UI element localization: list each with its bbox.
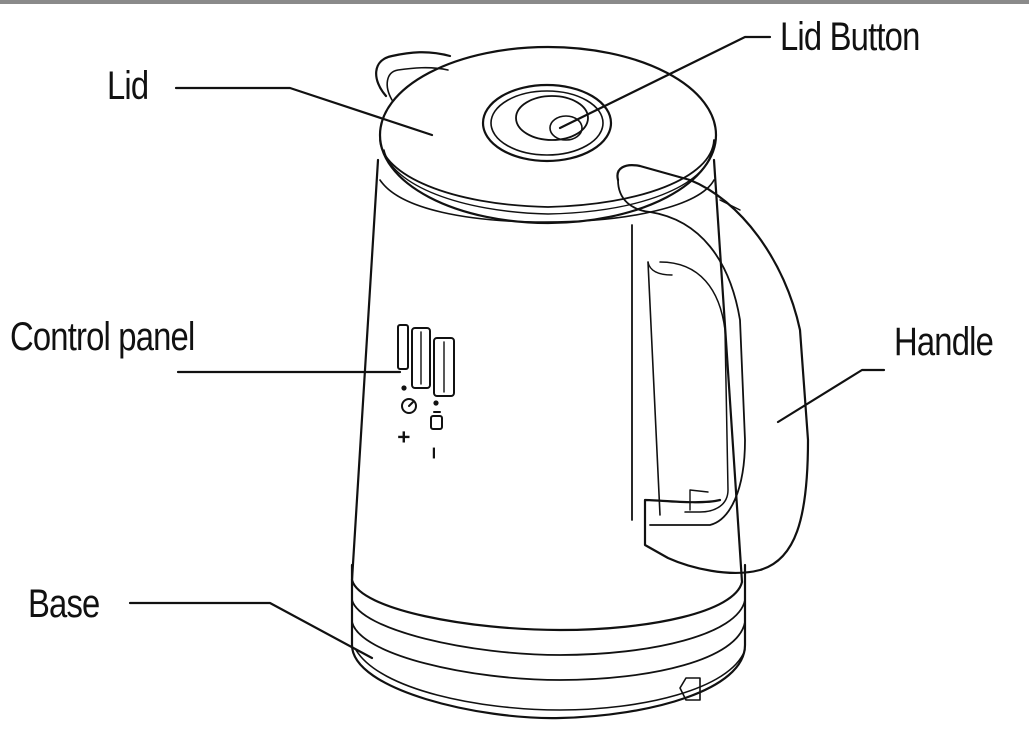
display-digit bbox=[397, 324, 409, 370]
lid-button-graphic bbox=[481, 83, 613, 163]
label-base: Base bbox=[28, 582, 100, 626]
clock-icon[interactable] bbox=[401, 385, 417, 414]
leader-lid-button bbox=[558, 35, 772, 130]
kettle-spout bbox=[375, 51, 452, 101]
kettle-handle bbox=[616, 164, 810, 574]
leader-lines bbox=[128, 35, 886, 660]
cup-icon[interactable] bbox=[430, 400, 443, 430]
plus-button[interactable]: + bbox=[391, 430, 417, 444]
label-handle: Handle bbox=[894, 320, 994, 364]
label-control-panel: Control panel bbox=[10, 315, 195, 359]
leader-lid bbox=[174, 86, 434, 137]
label-lid: Lid bbox=[107, 64, 149, 108]
kettle-body bbox=[350, 158, 744, 632]
control-panel-display bbox=[397, 324, 455, 397]
label-lid-button: Lid Button bbox=[780, 15, 920, 59]
top-border bbox=[0, 0, 1029, 4]
leader-base bbox=[128, 601, 374, 660]
kettle-base bbox=[350, 563, 747, 720]
display-digit bbox=[411, 327, 431, 389]
leader-handle bbox=[776, 368, 886, 424]
display-digit bbox=[433, 337, 455, 397]
minus-button[interactable]: – bbox=[420, 446, 446, 460]
